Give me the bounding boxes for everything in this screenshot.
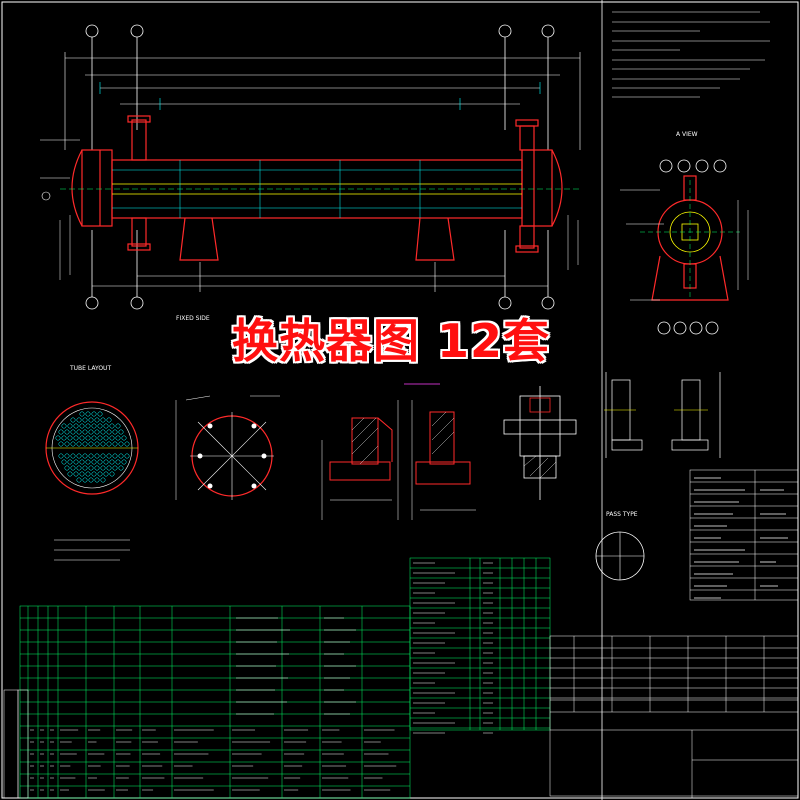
nozzle-callout-icon <box>713 159 727 173</box>
nozzle-callout-icon <box>695 159 709 173</box>
bill-of-materials <box>19 605 411 799</box>
nozzle-detail <box>503 386 577 500</box>
grid-bubble-icon <box>85 24 99 38</box>
grid-bubble-icon <box>498 24 512 38</box>
nozzle-callout-icon <box>705 321 719 335</box>
main-elevation-view <box>40 24 581 310</box>
nozzle-callout-icon <box>677 159 691 173</box>
title-block <box>549 635 799 798</box>
nozzle-callout-icon <box>689 321 703 335</box>
banner-text: 换热器图 12套 <box>232 314 551 368</box>
grid-bubble-icon <box>541 296 555 310</box>
nozzle-table <box>409 557 551 734</box>
general-notes <box>612 11 770 98</box>
grid-bubble-icon <box>498 296 512 310</box>
grid-bubble-icon <box>130 296 144 310</box>
grid-bubble-icon <box>130 24 144 38</box>
fixed-side-label: FIXED SIDE <box>176 315 210 322</box>
pass-type <box>595 531 645 581</box>
tubesheet-view <box>175 395 280 500</box>
grid-bubble-icon <box>85 296 99 310</box>
nozzle-callout-icon <box>673 321 687 335</box>
tube-layout <box>45 401 139 561</box>
grid-bubble-icon <box>541 24 555 38</box>
left-revision-strip <box>3 689 29 799</box>
tube-layout-title: TUBE LAYOUT <box>70 365 112 372</box>
design-data-table <box>689 469 799 601</box>
nozzle-callout-icon <box>659 159 673 173</box>
pass-type-title: PASS TYPE <box>606 511 638 518</box>
side-view-title: A VIEW <box>676 131 698 138</box>
flange-details <box>321 383 476 520</box>
lifting-lug-detail <box>605 372 721 458</box>
side-view <box>620 159 749 335</box>
nozzle-callout-icon <box>657 321 671 335</box>
